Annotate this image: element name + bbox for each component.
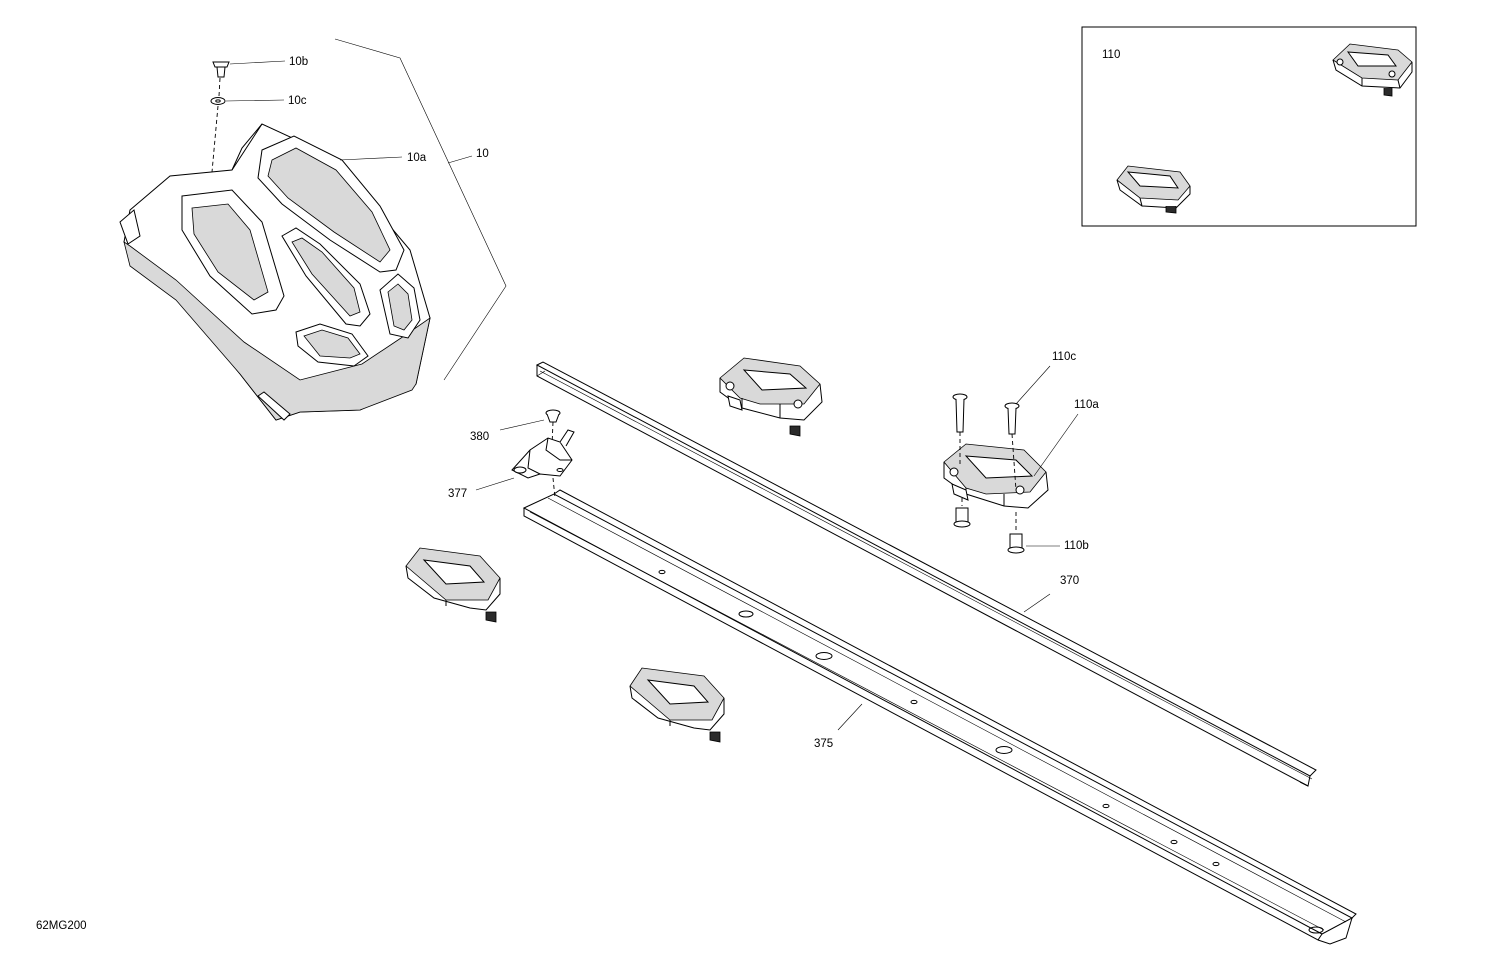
callout-377: 377	[448, 488, 467, 500]
callout-10b: 10b	[289, 56, 308, 68]
callout-10: 10	[476, 148, 489, 160]
nut-110b-right	[1007, 533, 1025, 554]
callout-380: 380	[470, 431, 489, 443]
callout-110b: 110b	[1064, 540, 1089, 552]
callout-10c: 10c	[288, 95, 307, 107]
anchor-top-middle	[719, 357, 823, 437]
inset-anchor-bottom	[1116, 165, 1191, 214]
nut-110b-left	[953, 507, 971, 528]
bolt-110c-left	[952, 393, 968, 433]
callout-110c: 110c	[1052, 351, 1076, 363]
tray-10a	[119, 123, 431, 421]
bracket-10	[334, 38, 507, 381]
clip-377	[511, 429, 575, 479]
diagram-code: 62MG200	[36, 920, 87, 932]
rail-370	[535, 361, 1317, 787]
rail-375	[522, 489, 1357, 945]
callout-370: 370	[1060, 575, 1079, 587]
inset-box-110: 110	[1081, 26, 1417, 227]
anchor-110a	[943, 443, 1049, 509]
inset-anchor-top	[1332, 43, 1413, 97]
bolt-10b	[212, 61, 230, 78]
callout-110a: 110a	[1074, 399, 1099, 411]
anchor-left	[405, 547, 501, 623]
screw-380	[545, 409, 561, 423]
anchor-lower	[629, 667, 725, 743]
callout-110: 110	[1102, 49, 1120, 61]
washer-10c	[210, 97, 226, 105]
callout-375: 375	[814, 738, 833, 750]
bolt-110c-right	[1004, 402, 1020, 435]
callout-10a: 10a	[407, 152, 427, 164]
